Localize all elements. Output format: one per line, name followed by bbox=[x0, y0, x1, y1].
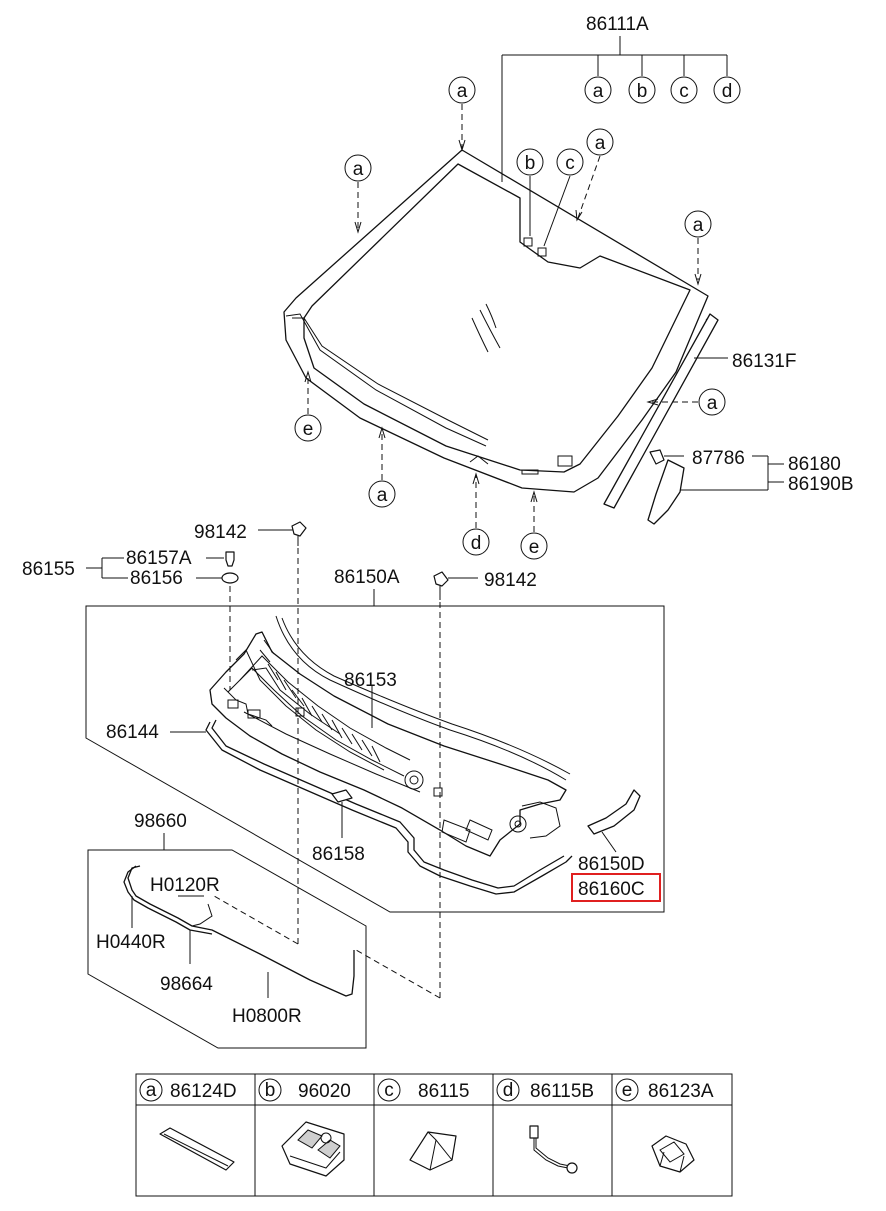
callout-a-3: a bbox=[575, 128, 614, 222]
callout-d-top: d bbox=[713, 76, 741, 104]
svg-text:e: e bbox=[303, 419, 314, 440]
legend-cell-a[interactable]: a 86124D bbox=[139, 1078, 237, 1171]
molding-strip-icon bbox=[159, 1127, 235, 1171]
legend-cell-b[interactable]: b 96020 bbox=[258, 1078, 351, 1177]
label-86158[interactable]: 86158 bbox=[312, 844, 365, 865]
label-h0120r[interactable]: H0120R bbox=[150, 875, 220, 896]
svg-text:a: a bbox=[146, 1080, 157, 1101]
svg-text:d: d bbox=[503, 1080, 514, 1101]
callout-c-1: c bbox=[543, 148, 584, 247]
callout-a-4: a bbox=[684, 210, 712, 286]
svg-text:d: d bbox=[471, 533, 482, 554]
cover-86160c-highlighted[interactable]: 86160C bbox=[571, 873, 661, 902]
washer-hose[interactable] bbox=[123, 865, 355, 997]
pad-86158[interactable]: 86158 bbox=[312, 789, 365, 865]
washer-hose-group: 98660 H0120R H0440R 98664 H0800R bbox=[87, 811, 367, 1049]
svg-text:a: a bbox=[353, 159, 364, 180]
label-86111a[interactable]: 86111A bbox=[586, 14, 649, 35]
label-86155[interactable]: 86155 bbox=[22, 559, 75, 580]
label-86156[interactable]: 86156 bbox=[130, 568, 183, 589]
legend-cell-c[interactable]: c 86115 bbox=[377, 1078, 469, 1171]
svg-text:e: e bbox=[622, 1080, 633, 1101]
svg-text:b: b bbox=[637, 81, 648, 102]
windshield-assy-callout: 86111A a b c d bbox=[501, 14, 741, 182]
sensor-bracket-icon bbox=[281, 1121, 345, 1177]
svg-text:b: b bbox=[265, 1080, 276, 1101]
windshield-glass[interactable] bbox=[283, 149, 709, 493]
svg-text:a: a bbox=[593, 81, 604, 102]
legend-part-d: 86115B bbox=[530, 1081, 594, 1102]
svg-text:c: c bbox=[565, 153, 575, 174]
label-86180[interactable]: 86180 bbox=[788, 454, 841, 475]
svg-text:b: b bbox=[525, 153, 536, 174]
svg-text:d: d bbox=[722, 81, 733, 102]
label-86150d[interactable]: 86150D bbox=[578, 854, 645, 875]
svg-text:a: a bbox=[457, 81, 468, 102]
clip-icon bbox=[651, 1135, 695, 1173]
callout-d-1: d bbox=[462, 472, 490, 556]
callout-b-top: b bbox=[628, 76, 656, 104]
cover-86150d[interactable]: 86150D bbox=[578, 789, 645, 875]
label-98142-top[interactable]: 98142 bbox=[194, 522, 247, 543]
legend-cell-d[interactable]: d 86115B bbox=[496, 1078, 594, 1174]
label-86190b[interactable]: 86190B bbox=[788, 474, 854, 495]
weatherstrip-seal[interactable]: 86144 bbox=[106, 719, 573, 895]
callout-e-2: e bbox=[520, 490, 548, 560]
callout-a-6: a bbox=[646, 388, 726, 416]
label-86131f[interactable]: 86131F bbox=[732, 351, 796, 372]
svg-text:a: a bbox=[595, 133, 606, 154]
legend-part-e: 86123A bbox=[648, 1081, 714, 1102]
svg-text:c: c bbox=[679, 81, 689, 102]
pillar-trim[interactable]: 87786 86180 86190B bbox=[647, 448, 854, 525]
clip-98142-top[interactable]: 98142 bbox=[194, 521, 307, 945]
label-98664[interactable]: 98664 bbox=[160, 974, 213, 995]
cowl-cover[interactable]: 86153 bbox=[209, 615, 571, 857]
label-86150a[interactable]: 86150A bbox=[334, 567, 400, 588]
bolt-group-86155[interactable]: 86155 86157A 86156 bbox=[22, 548, 239, 690]
svg-text:c: c bbox=[384, 1080, 394, 1101]
pad-icon bbox=[409, 1131, 457, 1171]
label-98142-mid[interactable]: 98142 bbox=[484, 570, 537, 591]
legend-cell-e[interactable]: e 86123A bbox=[615, 1078, 714, 1173]
callout-a-2: a bbox=[344, 154, 372, 234]
callout-c-top: c bbox=[670, 76, 698, 104]
cowl-assy-box: 86150A bbox=[85, 567, 665, 913]
side-molding[interactable]: 86131F bbox=[603, 313, 796, 509]
callout-b-1: b bbox=[516, 148, 544, 236]
label-h0800r[interactable]: H0800R bbox=[232, 1006, 302, 1027]
callout-a-1: a bbox=[448, 76, 476, 152]
highlight-box bbox=[571, 873, 661, 902]
callout-a-top: a bbox=[584, 76, 612, 104]
callout-a-5: a bbox=[368, 426, 396, 508]
legend-table: a 86124D b 96020 c 86115 bbox=[135, 1073, 733, 1197]
label-86153[interactable]: 86153 bbox=[344, 670, 397, 691]
svg-text:a: a bbox=[693, 215, 704, 236]
svg-text:e: e bbox=[529, 537, 540, 558]
label-86144[interactable]: 86144 bbox=[106, 722, 159, 743]
legend-part-a: 86124D bbox=[170, 1081, 237, 1102]
label-86160c[interactable]: 86160C bbox=[578, 879, 645, 900]
label-86157a[interactable]: 86157A bbox=[126, 548, 192, 569]
callout-e-1: e bbox=[294, 370, 322, 442]
label-h0440r[interactable]: H0440R bbox=[96, 932, 166, 953]
label-87786[interactable]: 87786 bbox=[692, 448, 745, 469]
clip-98142-mid[interactable]: 98142 bbox=[355, 570, 537, 999]
wire-harness-icon bbox=[529, 1125, 578, 1174]
legend-part-c: 86115 bbox=[418, 1081, 469, 1102]
svg-text:a: a bbox=[707, 393, 718, 414]
legend-part-b: 96020 bbox=[298, 1081, 351, 1102]
label-98660[interactable]: 98660 bbox=[134, 811, 187, 832]
svg-text:a: a bbox=[377, 485, 388, 506]
